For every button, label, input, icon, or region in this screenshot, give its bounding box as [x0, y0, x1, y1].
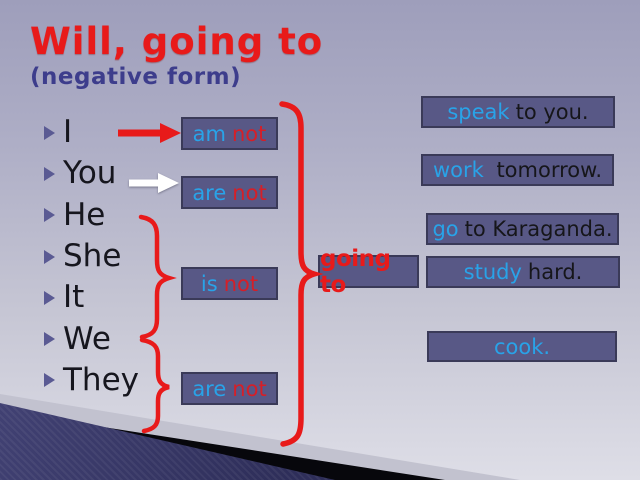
- phrase-box-cook: cook.: [427, 331, 617, 362]
- pronoun-label: I: [63, 114, 73, 151]
- going-to-label: going to: [320, 245, 391, 298]
- list-item: She: [44, 236, 139, 277]
- brace-going-to-icon: [279, 101, 324, 447]
- page-subtitle: (negative form): [30, 64, 242, 90]
- pronoun-list: I You He She It We They: [44, 112, 139, 401]
- verb-label: study: [463, 260, 522, 284]
- aux-label: is: [200, 271, 218, 296]
- list-item: They: [44, 360, 139, 401]
- not-label: not: [223, 271, 259, 296]
- pronoun-label: They: [63, 361, 140, 398]
- aux-label: are: [192, 180, 227, 205]
- bullet-triangle-icon: [44, 290, 55, 305]
- not-label: not: [232, 180, 267, 205]
- phrase-rest-label: tomorrow.: [489, 158, 603, 182]
- verb-label: speak: [447, 100, 510, 124]
- aux-label: am: [192, 121, 226, 146]
- pronoun-label: We: [63, 320, 111, 357]
- bullet-triangle-icon: [44, 249, 55, 264]
- phrase-rest-label: to you.: [515, 100, 589, 124]
- list-item: It: [44, 277, 139, 318]
- pronoun-label: You: [63, 155, 117, 192]
- verb-label: cook.: [493, 334, 551, 359]
- going-to-box: going to: [318, 246, 419, 298]
- pronoun-label: It: [63, 279, 85, 316]
- aux-label: are: [192, 376, 227, 401]
- phrase-box-work: work tomorrow.: [421, 154, 614, 186]
- verb-label: go: [432, 217, 459, 241]
- pronoun-label: He: [63, 196, 106, 233]
- phrase-rest-label: to Karaganda.: [464, 217, 613, 241]
- list-item: We: [44, 318, 139, 359]
- pronoun-label: She: [63, 238, 122, 275]
- list-item: He: [44, 195, 139, 236]
- bullet-triangle-icon: [44, 166, 55, 181]
- not-label: not: [231, 121, 267, 146]
- bullet-triangle-icon: [44, 373, 55, 388]
- list-item: You: [44, 153, 139, 194]
- not-label: not: [232, 376, 267, 401]
- page-title: Will, going to: [30, 20, 324, 63]
- brace-he-she-it-icon: [138, 214, 177, 340]
- bullet-triangle-icon: [44, 208, 55, 223]
- verb-label: work: [432, 158, 484, 182]
- phrase-rest-label: hard.: [527, 260, 583, 284]
- brace-we-they-icon: [139, 337, 170, 434]
- list-item: I: [44, 112, 139, 153]
- bullet-triangle-icon: [44, 125, 55, 140]
- bullet-triangle-icon: [44, 332, 55, 347]
